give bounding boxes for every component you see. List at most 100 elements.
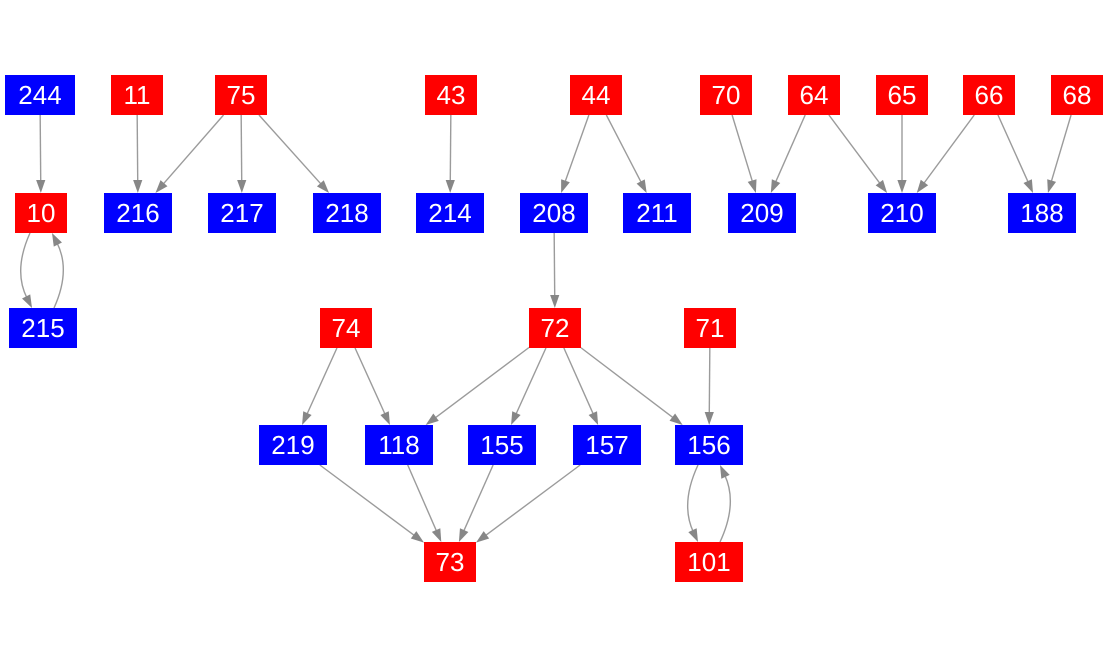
edge-70-to-209: [731, 114, 757, 193]
edge-64-to-210: [828, 114, 888, 193]
graph-node-219: 219: [259, 425, 327, 465]
node-box: [215, 75, 267, 115]
edge-line: [563, 347, 595, 416]
node-label: 208: [532, 198, 575, 228]
node-label: 214: [428, 198, 471, 228]
graph-node-11: 11: [111, 75, 163, 115]
node-label: 155: [480, 430, 523, 460]
node-label: 118: [378, 430, 419, 460]
node-box: [468, 425, 536, 465]
arrowhead-icon: [22, 294, 32, 308]
node-box: [623, 193, 691, 233]
edge-68-to-188: [1047, 114, 1072, 193]
node-label: 157: [585, 430, 628, 460]
graph-node-101: 101: [675, 542, 743, 582]
edge-66-to-188: [997, 114, 1034, 193]
arrowhead-icon: [550, 294, 560, 308]
edge-line: [462, 464, 494, 533]
arrowhead-icon: [561, 179, 570, 193]
edge-line: [449, 114, 452, 183]
graph-node-43: 43: [425, 75, 477, 115]
node-box: [208, 193, 276, 233]
node-label: 64: [800, 80, 829, 110]
node-label: 101: [687, 547, 730, 577]
node-box: [728, 193, 796, 233]
edge-75-to-218: [258, 114, 330, 193]
node-box: [520, 193, 588, 233]
edge-72-to-118: [425, 346, 530, 425]
node-box: [675, 542, 743, 582]
graph-node-71: 71: [684, 308, 736, 348]
arrowhead-icon: [316, 180, 330, 193]
graph-node-70: 70: [700, 75, 752, 115]
edge-line: [484, 464, 581, 537]
node-box: [868, 193, 936, 233]
arrowhead-icon: [1023, 179, 1034, 193]
arrowhead-icon: [897, 180, 907, 193]
arrowhead-icon: [747, 179, 757, 193]
arrowhead-icon: [431, 528, 442, 542]
arrowhead-icon: [52, 233, 62, 247]
graph-node-188: 188: [1008, 193, 1076, 233]
edge-155-to-73: [458, 464, 494, 542]
edge-line: [774, 114, 806, 184]
node-box: [876, 75, 928, 115]
edge-72-to-155: [511, 347, 547, 425]
edge-line: [580, 347, 675, 419]
arrowhead-icon: [588, 411, 599, 425]
node-label: 65: [888, 80, 917, 110]
node-label: 66: [975, 80, 1004, 110]
graph-node-75: 75: [215, 75, 267, 115]
node-label: 43: [437, 80, 466, 110]
node-label: 188: [1020, 198, 1063, 228]
graph-node-211: 211: [623, 193, 691, 233]
node-label: 70: [712, 80, 741, 110]
arrowhead-icon: [511, 411, 521, 425]
edge-line: [407, 464, 438, 533]
graph-node-209: 209: [728, 193, 796, 233]
edge-line: [997, 114, 1030, 184]
edge-line: [53, 242, 65, 309]
node-box: [320, 308, 372, 348]
node-label: 74: [332, 313, 361, 343]
node-box: [1051, 75, 1103, 115]
arrowhead-icon: [458, 528, 469, 542]
graph-node-68: 68: [1051, 75, 1103, 115]
edge-line: [39, 114, 42, 183]
node-label: 218: [325, 198, 368, 228]
edge-line: [605, 114, 643, 184]
arrowhead-icon: [916, 179, 929, 193]
node-box: [700, 75, 752, 115]
arrowhead-icon: [704, 411, 714, 425]
graph-node-157: 157: [573, 425, 641, 465]
arrowhead-icon: [720, 465, 730, 479]
edge-line: [731, 114, 754, 183]
graph-node-10: 10: [15, 193, 67, 233]
arrowhead-icon: [133, 179, 143, 193]
edge-line: [305, 347, 338, 416]
node-box: [573, 425, 641, 465]
edge-71-to-156: [704, 347, 714, 425]
edge-44-to-211: [605, 114, 647, 193]
node-box: [425, 75, 477, 115]
arrowhead-icon: [302, 411, 312, 425]
edge-layer: [19, 114, 1072, 543]
edge-219-to-73: [319, 464, 424, 543]
edge-156-to-101: [686, 464, 699, 542]
arrowhead-icon: [669, 413, 683, 425]
edge-101-to-156: [719, 465, 732, 543]
edge-66-to-210: [916, 114, 975, 193]
node-label: 71: [696, 313, 725, 343]
edge-72-to-156: [580, 347, 683, 425]
edge-line: [553, 232, 556, 298]
edge-65-to-210: [897, 115, 907, 193]
edge-line: [719, 474, 732, 543]
graph-node-218: 218: [313, 193, 381, 233]
edge-43-to-214: [445, 114, 455, 193]
graph-node-156: 156: [675, 425, 743, 465]
node-label: 211: [636, 198, 677, 228]
arrowhead-icon: [688, 528, 698, 542]
node-box: [1008, 193, 1076, 233]
edge-line: [162, 114, 225, 186]
